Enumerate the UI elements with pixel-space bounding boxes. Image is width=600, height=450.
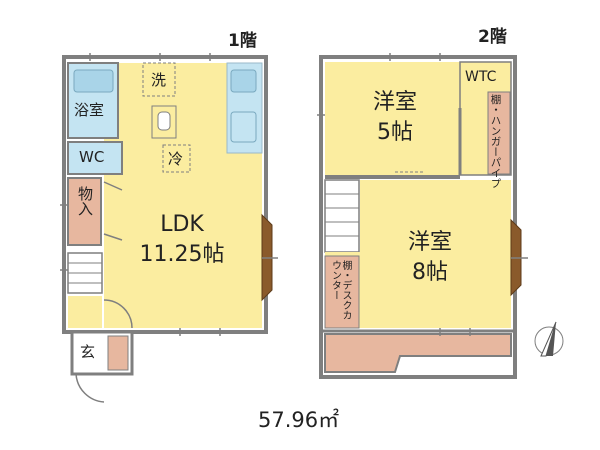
laundry-area <box>142 62 176 97</box>
fridge-area <box>162 144 191 173</box>
north-arrow-icon <box>534 321 564 357</box>
desk-counter <box>324 255 360 329</box>
storage-door-swing <box>103 181 123 241</box>
storage-label: 物入 <box>76 186 94 216</box>
desk-label: 棚・デスクカウンター <box>329 260 352 320</box>
stairs-2f <box>324 179 360 253</box>
bathtub-icon <box>73 69 114 93</box>
second-floor-label: 2階 <box>478 27 507 47</box>
entrance-storage <box>107 335 129 371</box>
fridge-label: 冷 <box>168 150 184 168</box>
second-floor-plan <box>317 53 528 379</box>
western-room-large <box>360 180 511 328</box>
western-large-label: 洋室 8帖 <box>385 228 475 287</box>
western-room-small <box>325 62 485 175</box>
western-large-name: 洋室 <box>407 230 452 255</box>
western-small-label: 洋室 5帖 <box>350 88 440 147</box>
first-floor-plan <box>60 53 278 403</box>
hallway-1f <box>68 296 102 328</box>
stairs-1f <box>67 252 103 294</box>
ldk-size: 11.25帖 <box>139 241 225 267</box>
hanger-label: 棚・ハンガーパイプ <box>489 94 502 189</box>
storage-room <box>67 177 102 246</box>
wc-room <box>67 141 123 175</box>
ldk-label: LDK 11.25帖 <box>122 210 242 269</box>
ldk-name: LDK <box>160 212 204 237</box>
entrance-door-swing <box>75 373 105 403</box>
laundry-label: 洗 <box>151 71 167 89</box>
western-small-size: 5帖 <box>377 119 413 145</box>
western-small-name: 洋室 <box>372 90 417 115</box>
total-area: 57.96㎡ <box>258 408 340 432</box>
hanger-shelf <box>487 91 511 175</box>
sink-icon <box>230 69 257 93</box>
wtc-label: WTC <box>465 69 497 85</box>
balcony <box>324 333 512 373</box>
first-floor-label: 1階 <box>228 31 257 51</box>
stove-icon <box>230 111 257 143</box>
bath-label: 浴室 <box>74 101 105 119</box>
western-large-size: 8帖 <box>412 259 448 285</box>
wc-label: WC <box>79 148 105 166</box>
toilet-bowl-icon <box>157 111 171 131</box>
entrance-label: 玄 <box>80 343 96 361</box>
ldk-door-swing <box>103 299 133 329</box>
